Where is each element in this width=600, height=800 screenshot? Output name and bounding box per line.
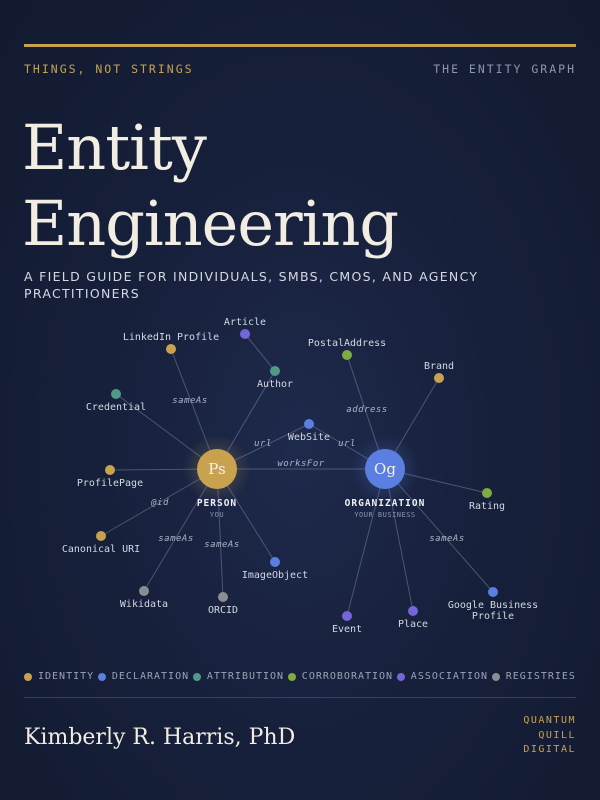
node-website-label: WebSite: [288, 432, 330, 443]
node-article-label: Article: [224, 317, 266, 328]
hub-person-abbr: Ps: [208, 460, 225, 478]
legend-item-identity: IDENTITY: [24, 671, 94, 682]
legend-item-association: ASSOCIATION: [396, 671, 489, 682]
book-title: Entity Engineering: [22, 110, 399, 262]
edge-label: worksFor: [277, 459, 324, 469]
publisher-line: DIGITAL: [523, 744, 576, 755]
legend-label: ASSOCIATION: [410, 671, 489, 682]
edge-author-article: [244, 333, 276, 372]
legend-dot-icon: [24, 672, 32, 681]
hub-person-label: PERSON: [197, 498, 237, 509]
node-event-dot: [342, 611, 352, 621]
node-wikidata-dot: [139, 586, 149, 596]
node-orcid-dot: [218, 592, 228, 602]
legend-label: IDENTITY: [38, 671, 95, 682]
node-author-dot: [270, 366, 280, 376]
book-subtitle: A FIELD GUIDE FOR INDIVIDUALS, SMBS, CMO…: [24, 269, 479, 301]
publisher-line: QUILL: [538, 729, 576, 741]
legend-item-attribution: ATTRIBUTION: [192, 671, 285, 682]
edge-label: url: [254, 439, 272, 449]
hub-person-sublabel: YOU: [210, 511, 224, 519]
edge-label: sameAs: [429, 534, 465, 544]
node-profilepage-label: ProfilePage: [77, 478, 143, 489]
legend-label: ATTRIBUTION: [206, 671, 285, 682]
graph-edge-labels: sameAs @id sameAs sameAs url url worksFor addre…: [150, 396, 465, 550]
publisher-line: QUANTUM: [523, 715, 576, 726]
node-event-label: Event: [332, 624, 362, 635]
legend-item-declaration: DECLARATION: [97, 671, 190, 682]
node-gbp-label: Google Business: [448, 600, 538, 611]
legend-item-registries: REGISTRIES: [491, 671, 576, 682]
node-gbp-label: Profile: [472, 611, 514, 622]
node-wikidata-label: Wikidata: [120, 599, 168, 610]
author-name: Kimberly R. Harris, PhD: [24, 725, 296, 750]
node-rating-dot: [482, 488, 492, 498]
legend-item-corroboration: CORROBORATION: [287, 671, 394, 682]
node-postal-dot: [342, 350, 352, 360]
node-credential-dot: [111, 389, 121, 399]
legend-dot-icon: [192, 672, 201, 681]
edge-label: sameAs: [172, 396, 208, 406]
node-profilepage-dot: [105, 465, 115, 475]
legend: IDENTITY DECLARATION ATTRIBUTION CORROBORAT…: [24, 671, 576, 682]
hub-org-abbr: Og: [374, 460, 396, 478]
kicker-left: THINGS, NOT STRINGS: [24, 62, 194, 76]
node-canonical-label: Canonical URI: [62, 544, 140, 555]
publisher-logo-text: QUANTUM QUILL DIGITAL: [523, 714, 576, 758]
legend-label: DECLARATION: [111, 671, 190, 682]
legend-dot-icon: [491, 672, 500, 681]
title-line-1: Entity: [22, 111, 207, 184]
node-rating-label: Rating: [469, 501, 505, 512]
node-brand-dot: [434, 373, 444, 383]
hub-org-label: ORGANIZATION: [345, 498, 426, 509]
hub-org-circle: [365, 449, 405, 489]
node-website-dot: [304, 419, 314, 429]
node-imageobject-label: ImageObject: [242, 570, 308, 581]
node-orcid-label: ORCID: [208, 605, 238, 616]
edge-label: url: [338, 439, 356, 449]
node-place-dot: [408, 606, 418, 616]
legend-dot-icon: [97, 672, 106, 681]
node-brand-label: Brand: [424, 361, 454, 372]
graph-nodes: LinkedIn ProfileArticleAuthorCredentialP…: [62, 317, 538, 635]
node-imageobject-dot: [270, 557, 280, 567]
node-postal-label: PostalAddress: [308, 338, 386, 349]
node-canonical-dot: [96, 531, 106, 541]
node-linkedin-dot: [166, 344, 176, 354]
edge-label: address: [346, 405, 387, 415]
legend-label: CORROBORATION: [301, 671, 394, 682]
node-linkedin-label: LinkedIn Profile: [123, 332, 219, 343]
edge-label: sameAs: [158, 534, 194, 544]
top-rule: [24, 44, 576, 47]
edge-label: @id: [150, 498, 169, 508]
node-gbp-dot: [488, 587, 498, 597]
edge-label: sameAs: [204, 540, 240, 550]
hub-person-circle: [197, 449, 237, 489]
node-place-label: Place: [398, 619, 428, 630]
kicker-right: THE ENTITY GRAPH: [433, 62, 576, 76]
legend-label: REGISTRIES: [505, 671, 576, 682]
node-article-dot: [240, 329, 250, 339]
hub-org-sublabel: YOUR BUSINESS: [354, 511, 415, 519]
node-author-label: Author: [257, 379, 293, 390]
bottom-rule: [24, 697, 576, 698]
title-line-2: Engineering: [22, 187, 399, 260]
node-credential-label: Credential: [86, 402, 146, 413]
legend-dot-icon: [396, 672, 405, 681]
legend-dot-icon: [287, 672, 296, 681]
